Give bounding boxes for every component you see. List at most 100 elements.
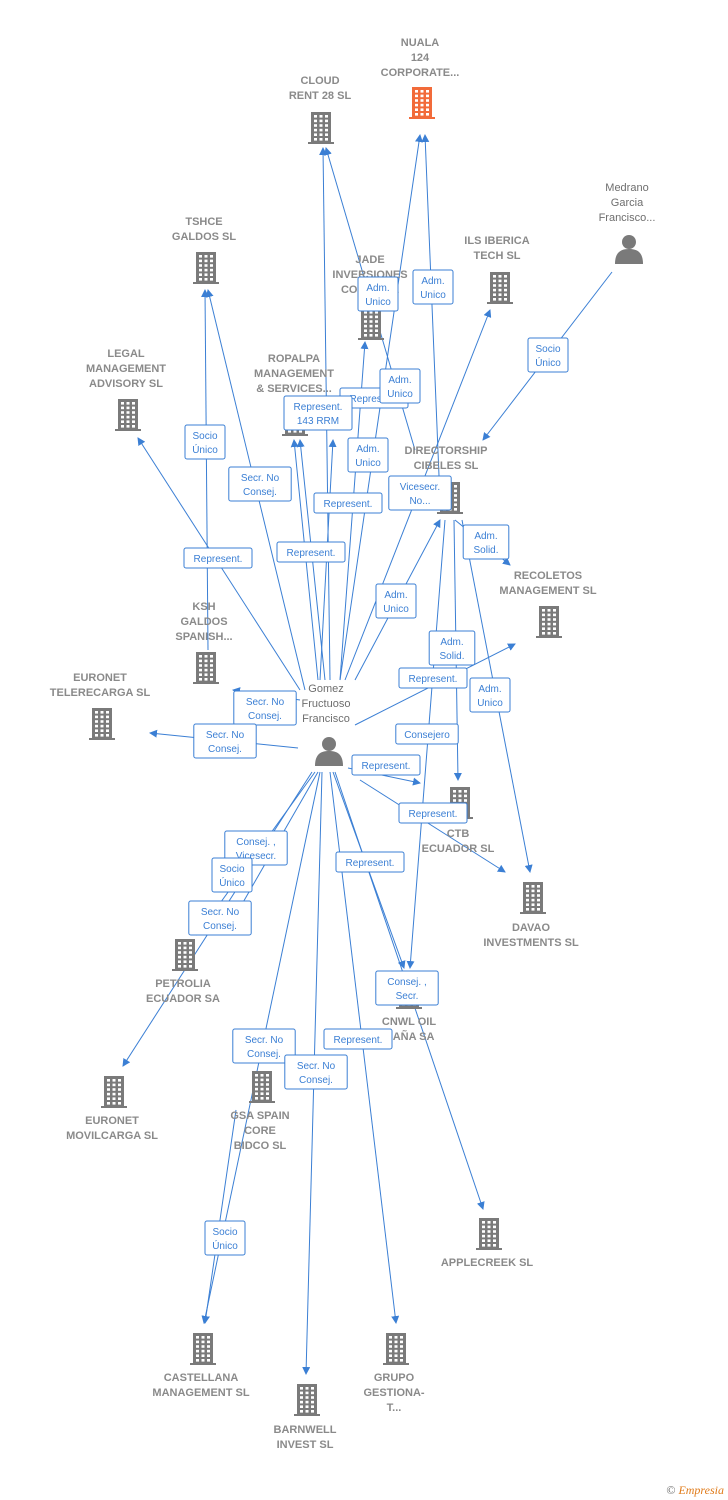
building-icon[interactable] [101,1076,127,1108]
building-icon[interactable] [190,1333,216,1365]
building-icon[interactable] [193,652,219,684]
edge-label[interactable]: Consejero [395,723,459,745]
building-window [415,103,418,107]
node-nuala[interactable]: NUALA124CORPORATE... [381,37,460,119]
building-window [537,903,540,906]
building-icon[interactable] [294,1384,320,1416]
edge-label[interactable]: Adm.Unico [412,269,454,305]
building-window [189,942,192,945]
building-window [178,951,181,954]
building-icon[interactable] [383,1333,409,1365]
edge-label-text: Socio [219,864,244,875]
node-medrano[interactable]: MedranoGarciaFrancisco... [599,182,656,264]
building-window [526,903,529,906]
person-icon[interactable] [615,235,643,264]
node-grupo[interactable]: GRUPOGESTIONA-T... [363,1333,425,1414]
building-icon[interactable] [520,882,546,914]
building-window [482,1239,485,1242]
building-icon[interactable] [536,606,562,638]
edge-label[interactable]: Represent. [183,547,253,569]
node-label: MANAGEMENT [86,363,166,375]
edge-label[interactable]: Represent. [398,802,468,824]
building-icon[interactable] [172,939,198,971]
building-icon[interactable] [358,308,384,340]
building-window [189,955,192,959]
building-window [196,1349,199,1353]
edge-label[interactable]: Represent. [398,667,468,689]
building-window [458,794,462,798]
building-window [394,1345,398,1348]
building-icon[interactable] [89,708,115,740]
edge-label-text: Secr. No [246,697,285,708]
person-icon[interactable] [315,737,343,766]
edge-label[interactable]: Adm.Solid. [462,524,510,560]
edge-label[interactable]: Consej. ,Secr. [375,970,439,1006]
edge-label[interactable]: Adm.Solid. [428,630,476,666]
building-window [319,133,323,136]
edge-label[interactable]: Represent.143 RRM [283,395,353,431]
building-window [204,259,208,263]
edge-label[interactable]: Adm.Unico [347,437,389,473]
building-icon[interactable] [476,1218,502,1250]
building-window [199,664,202,667]
edge-label[interactable]: Represent. [276,541,346,563]
edge-label[interactable]: Consej. ,Vicesecr. [224,830,288,866]
edge-label[interactable]: Vicesecr.No... [388,475,452,511]
building-icon[interactable] [409,87,435,119]
edge-label[interactable]: Adm.Unico [379,368,421,404]
building-window [199,659,202,663]
building-window [319,124,323,127]
edge-label-text: Socio [192,431,217,442]
building-base [520,912,546,914]
edge-label[interactable]: Adm.Unico [469,677,511,713]
building-window [375,324,378,328]
edge-label[interactable]: Represent. [323,1028,393,1050]
building-window [300,1410,303,1413]
building-icon[interactable] [115,399,141,431]
building-window [210,673,213,676]
edge-label[interactable]: Adm.Unico [375,583,417,619]
building-icon[interactable] [308,112,334,144]
building-window [112,1088,116,1091]
edge-label[interactable]: Represent. [335,851,405,873]
building-window [266,1092,269,1095]
edge-label[interactable]: Adm.Unico [357,276,399,312]
footer-brand[interactable]: © Empresia [666,1483,724,1498]
edge-label[interactable]: Represent. [351,754,421,776]
building-icon[interactable] [193,252,219,284]
building-window [112,1092,116,1096]
building-icon[interactable] [249,1071,275,1103]
node-applecreek[interactable]: APPLECREEK SL [441,1218,534,1269]
building-window [487,1239,491,1242]
building-window [415,113,418,116]
building-window [305,1410,309,1413]
node-ksh[interactable]: KSHGALDOSSPANISH... [175,601,233,684]
edge-gsa-to-castellana [202,1109,237,1324]
building-window [199,273,202,276]
building-icon[interactable] [487,272,513,304]
edge-label[interactable]: Represent. [313,492,383,514]
